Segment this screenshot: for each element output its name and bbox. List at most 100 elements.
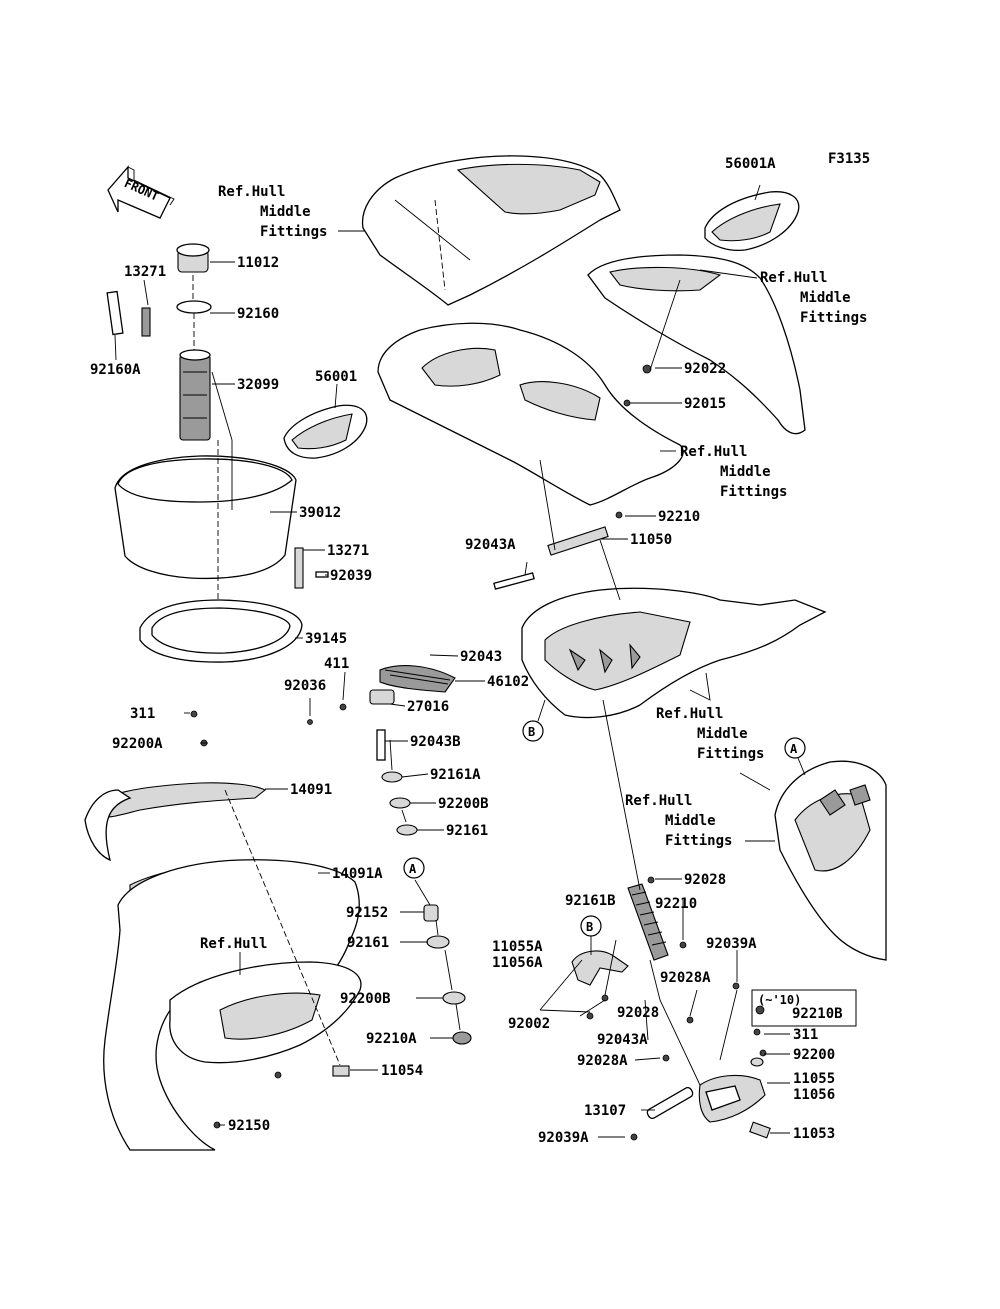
part-label-92161A: 92161A (430, 767, 481, 783)
ref-label-1: Ref.Hull Middle Fittings (218, 184, 327, 240)
inset-box: (~'10) (751, 989, 857, 1027)
part-label-14091A: 14091A (332, 866, 383, 882)
ref-label-2-line3: Fittings (800, 310, 867, 326)
part-label-56001: 56001 (315, 369, 357, 385)
part-label-311-left: 311 (130, 706, 155, 722)
part-label-56001A: 56001A (725, 156, 776, 172)
rear-hull-shell (103, 789, 362, 1151)
part-label-92210B: 92210B (792, 1006, 843, 1022)
part-label-92043A-upper: 92043A (465, 537, 516, 553)
ref-label-2: Ref.Hull Middle Fittings (760, 270, 867, 326)
washer-stack (381, 739, 472, 1045)
part-label-92160A: 92160A (90, 362, 141, 378)
figure-code: F3135 (828, 151, 870, 167)
step-11055 (601, 982, 771, 1141)
part-label-92161-lower: 92161 (347, 935, 389, 951)
part-label-92002: 92002 (508, 1016, 550, 1032)
part-label-92043: 92043 (460, 649, 502, 665)
part-label-13271-upper: 13271 (124, 264, 166, 280)
marker-a1: A (784, 737, 806, 776)
part-label-92015: 92015 (684, 396, 726, 412)
part-label-92161-upper: 92161 (446, 823, 488, 839)
marker-b2: B (580, 915, 602, 955)
part-label-13107: 13107 (584, 1103, 626, 1119)
cowl-56001A (704, 191, 800, 252)
part-label-27016: 27016 (407, 699, 449, 715)
marker-a2: A (403, 857, 425, 879)
part-label-92210-lower: 92210 (655, 896, 697, 912)
part-label-11054: 11054 (381, 1063, 423, 1079)
part-label-92161B: 92161B (565, 893, 616, 909)
ref-label-2-line2: Middle (800, 290, 851, 306)
part-label-92028-lower: 92028 (617, 1005, 659, 1021)
ref-label-3: Ref.Hull Middle Fittings (680, 444, 787, 500)
part-label-92210-upper: 92210 (658, 509, 700, 525)
ref-label-3-line3: Fittings (720, 484, 787, 500)
ref-label-3-line2: Middle (720, 464, 771, 480)
part-label-14091: 14091 (290, 782, 332, 798)
hinge-46102 (190, 665, 456, 761)
top-deck-panel (361, 155, 621, 306)
part-label-92039A-lower: 92039A (538, 1130, 589, 1146)
part-label-92200: 92200 (793, 1047, 835, 1063)
ref-label-1-line2: Middle (260, 204, 311, 220)
inset-note: (~'10) (758, 993, 801, 1007)
part-label-92022: 92022 (684, 361, 726, 377)
ref-label-5-line1: Ref.Hull (625, 793, 692, 809)
part-label-11056: 11056 (793, 1087, 835, 1103)
part-label-411: 411 (324, 656, 349, 672)
part-label-311-right: 311 (793, 1027, 818, 1043)
ref-label-3-line1: Ref.Hull (680, 444, 747, 460)
part-label-92036: 92036 (284, 678, 326, 694)
part-label-92160: 92160 (237, 306, 279, 322)
marker-b1-label: B (528, 725, 535, 739)
marker-b2-label: B (586, 920, 593, 934)
marker-b1: B (522, 699, 546, 742)
leader-lines (114, 184, 790, 1138)
ref-label-4: Ref.Hull Middle Fittings (656, 706, 764, 762)
part-label-92028A-lower: 92028A (577, 1053, 628, 1069)
bracket-11055A (539, 950, 629, 1020)
part-label-11053: 11053 (793, 1126, 835, 1142)
part-label-39012: 39012 (299, 505, 341, 521)
middle-lower-panel (521, 587, 827, 719)
part-label-92039: 92039 (330, 568, 372, 584)
part-label-92028A-upper: 92028A (660, 970, 711, 986)
marker-a1-label: A (790, 742, 798, 756)
ref-label-6: Ref.Hull (200, 936, 267, 975)
part-label-92200B-lower: 92200B (340, 991, 391, 1007)
front-arrow-icon: FRONT (107, 165, 175, 219)
storage-tub-39012 (114, 440, 297, 630)
part-label-11050: 11050 (630, 532, 672, 548)
part-label-92043A-lower: 92043A (597, 1032, 648, 1048)
ref-label-5-line2: Middle (665, 813, 716, 829)
right-hull-fragment (774, 760, 887, 961)
damper-92161B (627, 876, 687, 961)
ref-label-6-line1: Ref.Hull (200, 936, 267, 952)
part-label-39145: 39145 (305, 631, 347, 647)
gasket-39145 (139, 599, 303, 663)
part-label-92200B-upper: 92200B (438, 796, 489, 812)
ref-label-5-line3: Fittings (665, 833, 732, 849)
part-label-92028-upper: 92028 (684, 872, 726, 888)
part-labels: 56001A 11012 13271 92160 92160A 32099 56… (90, 156, 843, 1146)
part-label-13271-lower: 13271 (327, 543, 369, 559)
part-label-92043B: 92043B (410, 734, 461, 750)
ref-label-4-line2: Middle (697, 726, 748, 742)
marker-a2-label: A (409, 862, 417, 876)
center-upper-panel (377, 322, 684, 506)
hardware-misc (294, 364, 767, 1077)
ref-label-5: Ref.Hull Middle Fittings (625, 793, 732, 849)
part-label-11056A: 11056A (492, 955, 543, 971)
ref-label-1-line1: Ref.Hull (218, 184, 285, 200)
part-label-92210A: 92210A (366, 1031, 417, 1047)
ref-label-2-line1: Ref.Hull (760, 270, 827, 286)
seat-cowl-56001 (283, 404, 368, 459)
ref-label-4-line3: Fittings (697, 746, 764, 762)
ref-label-1-line3: Fittings (260, 224, 327, 240)
part-label-92200A: 92200A (112, 736, 163, 752)
part-label-11055A: 11055A (492, 939, 543, 955)
part-label-32099: 32099 (237, 377, 279, 393)
part-label-92039A-upper: 92039A (706, 936, 757, 952)
